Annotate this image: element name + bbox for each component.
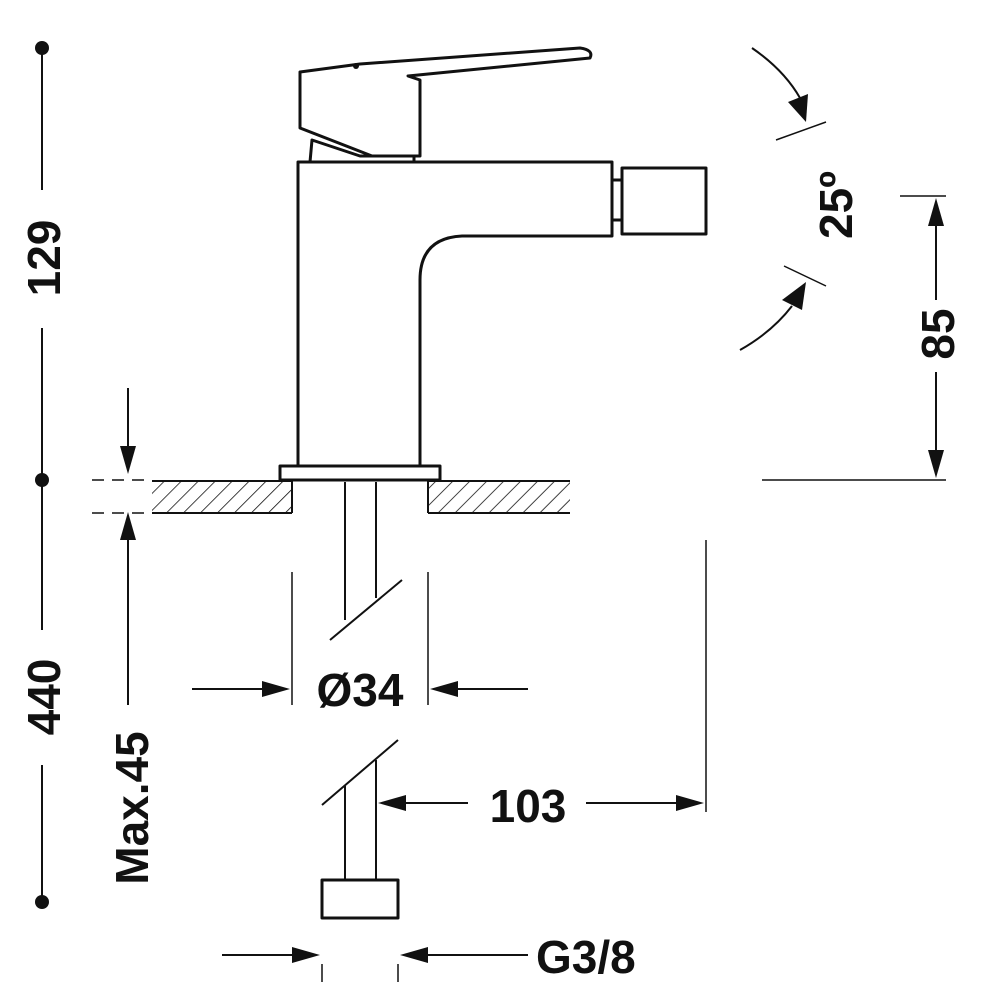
mixer-body bbox=[296, 160, 614, 468]
thread-dimension: G3/8 bbox=[222, 931, 636, 983]
base-plate bbox=[278, 464, 442, 482]
lever-angle-label: 25º bbox=[810, 171, 862, 239]
faucet-body bbox=[278, 46, 708, 482]
spout-height-label: 85 bbox=[912, 308, 964, 359]
hose-fitting bbox=[320, 878, 400, 920]
spout-reach-dimension: 103 bbox=[378, 540, 707, 832]
hole-diameter-label: Ø34 bbox=[317, 664, 404, 716]
dimension-endpoint bbox=[35, 41, 49, 55]
spray-nozzle bbox=[620, 166, 708, 236]
max-thickness-label: Max.45 bbox=[106, 731, 158, 884]
thread-label: G3/8 bbox=[536, 931, 636, 983]
countertop-section bbox=[152, 480, 570, 514]
lower-height-label: 440 bbox=[18, 659, 70, 736]
supply-hose bbox=[320, 482, 403, 920]
spout-reach-label: 103 bbox=[490, 780, 567, 832]
lever-handle bbox=[298, 46, 593, 158]
hole-diameter-dimension: Ø34 bbox=[192, 572, 528, 716]
spout-height-dimension: 85 bbox=[762, 195, 964, 481]
overall-height-dimension: 129 440 bbox=[18, 41, 70, 909]
lever-angle-dimension: 25º bbox=[739, 47, 862, 351]
total-height-label: 129 bbox=[18, 220, 70, 297]
dimension-endpoint bbox=[35, 895, 49, 909]
max-thickness-dimension: Max.45 bbox=[92, 388, 158, 885]
dimension-endpoint bbox=[35, 473, 49, 487]
